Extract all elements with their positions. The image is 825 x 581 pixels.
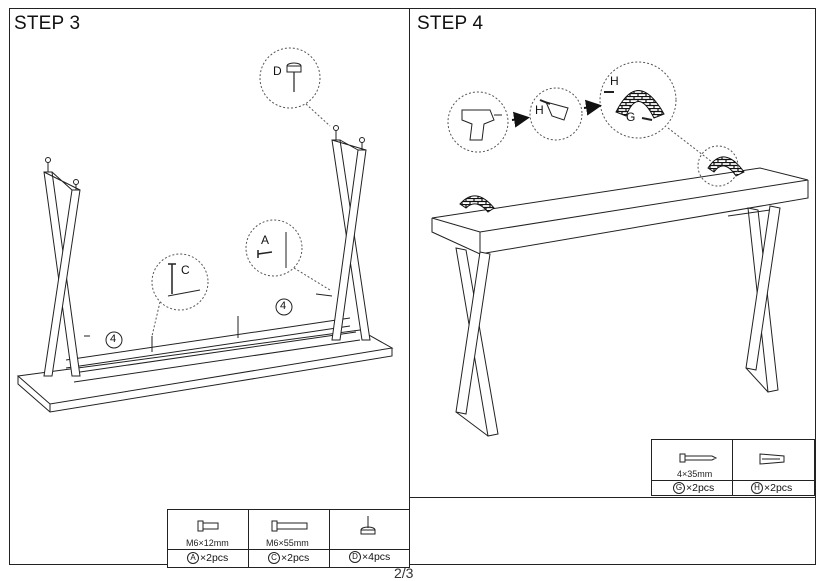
count-badge-right xyxy=(275,298,293,316)
label-c: C xyxy=(181,263,190,277)
page-number: 2/3 xyxy=(394,565,414,581)
part-h-letter: H xyxy=(751,482,763,494)
part-c-qty: C×2pcs xyxy=(268,552,309,564)
wall-callout xyxy=(599,61,677,139)
part-c-count: ×2pcs xyxy=(281,552,310,564)
step4-title: STEP 4 xyxy=(417,13,484,34)
short-bolt-icon xyxy=(197,520,219,532)
wall-anchor-icon xyxy=(759,453,785,465)
step4-console-table xyxy=(431,167,809,437)
step3-title: STEP 3 xyxy=(14,13,81,34)
wall-patch-left xyxy=(459,195,495,213)
part-d-qty: D×4pcs xyxy=(349,551,390,563)
part-h-qty: H×2pcs xyxy=(751,482,792,494)
part-g-letter: G xyxy=(673,482,685,494)
label-h-bubble: H xyxy=(535,103,544,117)
part-a-letter: A xyxy=(187,552,199,564)
label-d: D xyxy=(273,64,282,78)
count-right: 4 xyxy=(280,300,287,312)
callout-c xyxy=(151,253,209,337)
label-h-wall: H xyxy=(610,74,619,88)
step3-parts-table xyxy=(167,509,410,568)
part-c-size: M6×55mm xyxy=(266,538,309,548)
arrow-1 xyxy=(511,111,530,128)
long-bolt-icon xyxy=(271,520,308,532)
part-h-count: ×2pcs xyxy=(764,482,793,494)
arrow-2 xyxy=(583,99,602,116)
wood-screw-icon xyxy=(679,453,718,463)
callout-a xyxy=(245,219,331,291)
step4-frame xyxy=(409,8,816,565)
part-d-count: ×4pcs xyxy=(362,551,391,563)
anchor-callout xyxy=(529,87,583,141)
part-g-count: ×2pcs xyxy=(686,482,715,494)
leveling-foot-icon xyxy=(360,516,376,535)
part-a-size: M6×12mm xyxy=(186,538,229,548)
label-a: A xyxy=(261,233,270,247)
part-a-count: ×2pcs xyxy=(200,552,229,564)
part-g-qty: G×2pcs xyxy=(673,482,714,494)
step3-frame xyxy=(9,8,410,565)
part-d-letter: D xyxy=(349,551,361,563)
drill-callout xyxy=(447,91,509,153)
count-left: 4 xyxy=(110,333,117,345)
part-g-size: 4×35mm xyxy=(677,469,713,479)
step3-table-upside-down xyxy=(16,125,394,413)
label-g-wall: G xyxy=(626,110,636,124)
wall-patch-right xyxy=(707,156,745,177)
part-c-letter: C xyxy=(268,552,280,564)
part-a-qty: A×2pcs xyxy=(187,552,228,564)
callout-d xyxy=(259,47,331,127)
count-badge-left xyxy=(105,331,123,349)
